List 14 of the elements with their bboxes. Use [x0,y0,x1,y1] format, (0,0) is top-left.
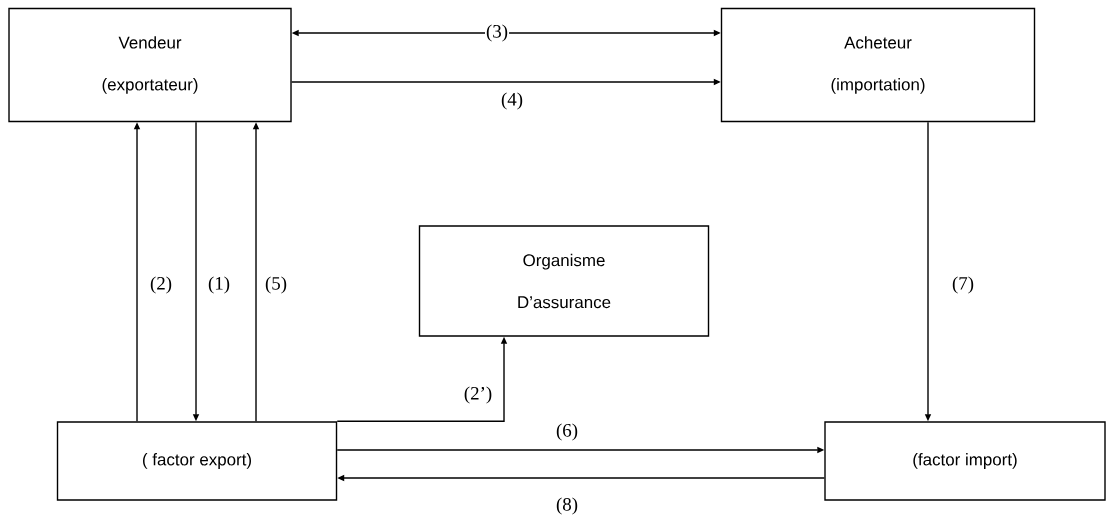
edge-label: (7) [950,275,976,295]
edge-label: (3) [484,23,510,43]
process-box: Vendeur (exportateur) [8,7,292,123]
edge-label: (5) [263,275,289,295]
process-box: Acheteur (importation) [720,7,1036,123]
edge-label: (8) [554,496,580,516]
process-box: (factor import) [824,421,1106,501]
edge-label: (4) [499,91,525,111]
process-box: ( factor export) [56,421,338,501]
edge-label: (2) [148,275,174,295]
edge-label: (6) [554,422,580,442]
edge-label: (2’) [462,385,494,405]
edge-label: (1) [206,275,232,295]
process-box: Organisme D’assurance [418,225,710,337]
